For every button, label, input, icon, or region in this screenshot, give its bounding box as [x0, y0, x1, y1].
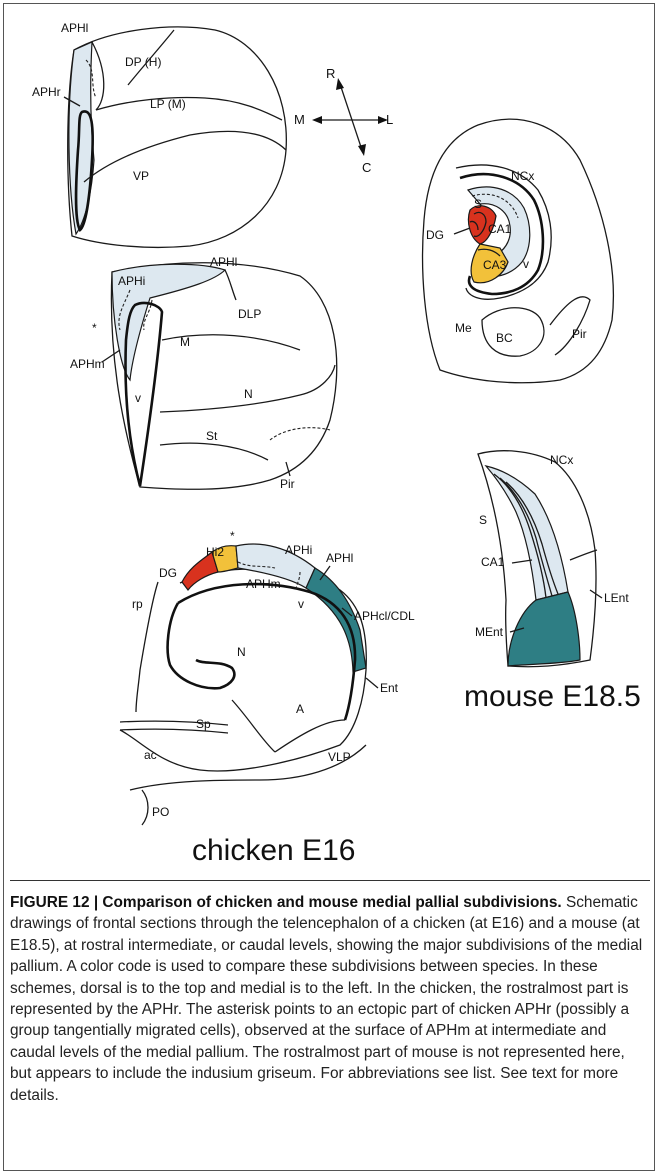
- label-aphi: APHi: [285, 543, 312, 557]
- label-pir: Pir: [572, 327, 587, 341]
- chicken-title: chicken E16: [192, 834, 355, 867]
- label-hi2: Hi2: [206, 545, 224, 559]
- label-sp: Sp: [196, 717, 211, 731]
- label-ment: MEnt: [475, 625, 504, 639]
- caption-body: Schematic drawings of frontal sections t…: [10, 894, 642, 1104]
- mouse-rostral-section: NCx S CA1 DG CA3 v Me BC Pir: [423, 119, 614, 383]
- label-me: Me: [455, 321, 472, 335]
- caption-title: FIGURE 12 | Comparison of chicken and mo…: [10, 894, 562, 911]
- label-m: M: [180, 335, 190, 349]
- compass-c: C: [362, 160, 371, 175]
- label-v: v: [135, 391, 141, 405]
- label-v: v: [298, 597, 304, 611]
- label-aphm: APHm: [70, 357, 105, 371]
- label-aphi: APHi: [118, 274, 145, 288]
- label-po: PO: [152, 805, 169, 819]
- compass-l: L: [386, 112, 393, 127]
- label-dp: DP (H): [125, 55, 161, 69]
- arrow-down-icon: [358, 144, 366, 156]
- label-pir: Pir: [280, 477, 295, 491]
- label-dlp: DLP: [238, 307, 261, 321]
- figure-illustration: R M L C APHl APHr DP (H) LP (M) VP APHl …: [0, 0, 661, 880]
- label-aphl: APHl: [326, 551, 353, 565]
- label-vlp: VLP: [328, 750, 351, 764]
- label-s: S: [474, 197, 482, 211]
- chicken-intermediate-section: APHl APHi * APHm DLP M N v St Pir: [70, 255, 337, 491]
- label-ca1: CA1: [488, 222, 512, 236]
- label-n: N: [244, 387, 253, 401]
- arrow-left-icon: [312, 116, 322, 124]
- label-star: *: [230, 529, 235, 543]
- label-aphl: APHl: [210, 255, 237, 269]
- label-aphr: APHr: [32, 85, 61, 99]
- mouse-title: mouse E18.5: [464, 680, 641, 713]
- label-ent: Ent: [380, 681, 399, 695]
- orientation-compass: R M L C: [294, 66, 393, 175]
- label-a: A: [296, 702, 304, 716]
- label-st: St: [206, 429, 218, 443]
- label-bc: BC: [496, 331, 513, 345]
- label-aphcl: APHcl/CDL: [354, 609, 415, 623]
- label-n: N: [237, 645, 246, 659]
- label-aphm: APHm: [246, 577, 281, 591]
- label-dg: DG: [159, 566, 177, 580]
- label-ncx: NCx: [550, 453, 573, 467]
- compass-r: R: [326, 66, 335, 81]
- label-ncx: NCx: [511, 169, 534, 183]
- label-lp: LP (M): [150, 97, 186, 111]
- label-rp: rp: [132, 597, 143, 611]
- label-star: *: [92, 321, 97, 335]
- label-vp: VP: [133, 169, 149, 183]
- label-dg: DG: [426, 228, 444, 242]
- label-v: v: [523, 257, 529, 271]
- arrow-up-icon: [336, 78, 344, 90]
- label-ca3: CA3: [483, 258, 507, 272]
- label-lent: LEnt: [604, 591, 629, 605]
- figure-caption: FIGURE 12 | Comparison of chicken and mo…: [10, 892, 650, 1106]
- mouse-caudal-section: NCx S CA1 LEnt MEnt: [475, 451, 629, 667]
- caption-divider: [10, 880, 650, 881]
- label-aphl: APHl: [61, 21, 88, 35]
- chicken-rostral-section: APHl APHr DP (H) LP (M) VP: [32, 21, 286, 247]
- label-ac: ac: [144, 748, 157, 762]
- label-s: S: [479, 513, 487, 527]
- chicken-caudal-section: Hi2 * APHi APHl DG APHm APHcl/CDL rp v N…: [120, 529, 415, 825]
- compass-m: M: [294, 112, 305, 127]
- label-ca1: CA1: [481, 555, 505, 569]
